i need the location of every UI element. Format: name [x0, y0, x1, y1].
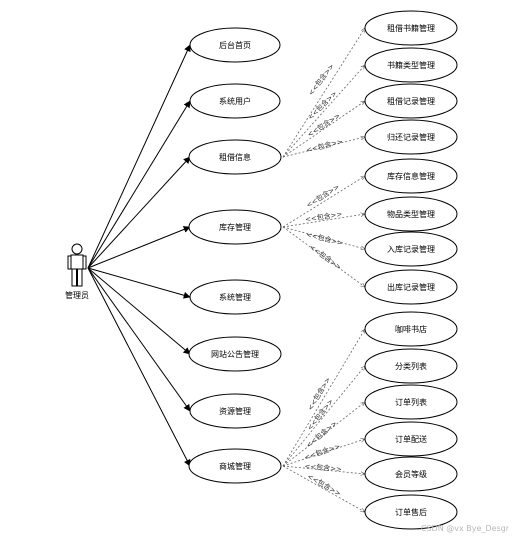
- include-line: [282, 465, 365, 474]
- sub-use-case-label: 出库记录管理: [387, 282, 435, 292]
- association-lines: [87, 44, 191, 467]
- include-lines: [282, 28, 365, 513]
- sub-use-case[interactable]: 出库记录管理: [364, 269, 458, 305]
- use-case-system-management[interactable]: 系统管理: [189, 279, 281, 315]
- association-line: [87, 44, 191, 269]
- sub-use-case[interactable]: 租借书籍管理: [364, 10, 458, 46]
- include-label: <<包含>>: [308, 242, 344, 271]
- actor-icon: [67, 243, 87, 287]
- include-line: [282, 101, 365, 158]
- association-line: [87, 226, 191, 269]
- sub-use-case[interactable]: 归还记录管理: [364, 119, 458, 155]
- use-case-rental-info[interactable]: 租借信息: [188, 139, 282, 175]
- include-label: <<包含>>: [304, 461, 342, 473]
- include-line: [282, 226, 365, 287]
- actor: 管理员: [65, 243, 89, 300]
- sub-use-case[interactable]: 书籍类型管理: [364, 47, 458, 83]
- sub-use-case-label: 租借书籍管理: [387, 23, 435, 33]
- watermark: CSDN @vx Bye_Desgr: [421, 524, 510, 533]
- use-case-label: 租借信息: [219, 152, 251, 162]
- sub-use-case[interactable]: 入库记录管理: [364, 231, 458, 267]
- sub-use-cases: 租借书籍管理 书籍类型管理 租借记录管理 归还记录管理 库存信息管理 物品类型管…: [364, 10, 458, 530]
- include-line: [282, 28, 365, 158]
- use-case-mall-management[interactable]: 商城管理: [188, 448, 282, 484]
- use-case-label: 系统管理: [219, 292, 251, 302]
- actor-label: 管理员: [65, 290, 89, 300]
- association-line: [87, 267, 191, 355]
- include-line: [282, 402, 365, 467]
- use-case-label: 资源管理: [219, 406, 251, 416]
- sub-use-case-label: 会员等级: [395, 469, 427, 479]
- include-label: <<包含>>: [304, 182, 341, 210]
- association-line: [87, 267, 191, 299]
- include-line: [282, 329, 365, 467]
- include-label: <<包含>>: [305, 137, 344, 155]
- main-use-cases: 后台首页 系统用户 租借信息 库存管理 系统管理 网站公告管理 资源管理 商城: [188, 27, 282, 484]
- include-line: [282, 176, 365, 228]
- sub-use-case-label: 库存信息管理: [387, 171, 435, 181]
- sub-use-case-label: 书籍类型管理: [387, 60, 435, 70]
- use-case-inventory-management[interactable]: 库存管理: [188, 209, 282, 245]
- association-line: [87, 100, 191, 269]
- sub-use-case[interactable]: 租借记录管理: [364, 83, 458, 119]
- include-line: [282, 65, 365, 158]
- include-labels: <<包含>> <<包含>> <<包含>> <<包含>> <<包含>> <<包含>…: [303, 62, 344, 498]
- sub-use-case-label: 订单配送: [395, 434, 427, 444]
- include-label: <<包含>>: [306, 472, 343, 499]
- sub-use-case-label: 订单售后: [395, 507, 427, 517]
- sub-use-case-label: 物品类型管理: [387, 209, 435, 219]
- include-line: [282, 214, 365, 228]
- sub-use-case[interactable]: 分类列表: [364, 348, 458, 384]
- sub-use-case[interactable]: 物品类型管理: [364, 196, 458, 232]
- sub-use-case[interactable]: 咖啡书店: [364, 311, 458, 347]
- sub-use-case-label: 租借记录管理: [387, 96, 435, 106]
- sub-use-case[interactable]: 订单配送: [364, 421, 458, 457]
- sub-use-case-label: 分类列表: [395, 361, 427, 371]
- association-line: [87, 267, 191, 412]
- sub-use-case-label: 订单列表: [395, 397, 427, 407]
- sub-use-case-label: 咖啡书店: [395, 324, 427, 334]
- association-line: [87, 156, 191, 269]
- use-case-announcement-management[interactable]: 网站公告管理: [188, 336, 282, 372]
- sub-use-case[interactable]: 订单列表: [364, 384, 458, 420]
- use-case-label: 库存管理: [219, 222, 251, 232]
- sub-use-case[interactable]: 库存信息管理: [364, 158, 458, 194]
- sub-use-case-label: 归还记录管理: [387, 132, 435, 142]
- use-case-label: 系统用户: [219, 96, 251, 106]
- sub-use-case[interactable]: 会员等级: [364, 456, 458, 492]
- use-case-system-users[interactable]: 系统用户: [189, 83, 281, 119]
- use-case-backend-home[interactable]: 后台首页: [189, 27, 281, 63]
- association-line: [87, 267, 191, 467]
- sub-use-case[interactable]: 订单售后: [364, 494, 458, 530]
- use-case-label: 商城管理: [219, 461, 251, 471]
- use-case-label: 后台首页: [219, 40, 251, 50]
- include-line: [282, 366, 365, 467]
- use-case-label: 网站公告管理: [211, 349, 259, 359]
- include-label: <<包含>>: [304, 209, 343, 224]
- use-case-resource-management[interactable]: 资源管理: [189, 393, 281, 429]
- sub-use-case-label: 入库记录管理: [387, 244, 435, 254]
